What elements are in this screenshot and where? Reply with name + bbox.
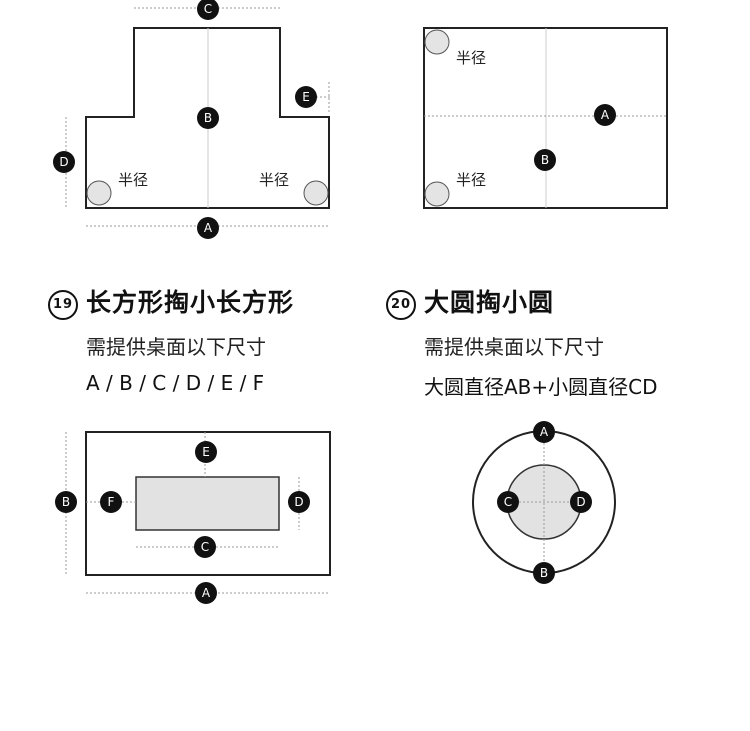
badge-e: E xyxy=(195,441,217,463)
section-19-heading: 19 长方形掏小长方形 xyxy=(48,283,294,320)
svg-text:A: A xyxy=(540,425,549,439)
section-20-number: 20 xyxy=(386,290,416,320)
svg-text:C: C xyxy=(201,540,209,554)
section-20-subtitle: 需提供桌面以下尺寸 xyxy=(424,335,604,359)
badge-b: B xyxy=(533,562,555,584)
svg-text:D: D xyxy=(294,495,303,509)
badge-c: C xyxy=(197,0,219,20)
svg-text:A: A xyxy=(204,221,213,235)
section-19-dims: A / B / C / D / E / F xyxy=(86,371,265,395)
badge-b: B xyxy=(55,491,77,513)
svg-text:E: E xyxy=(302,90,310,104)
svg-text:E: E xyxy=(202,445,210,459)
circle-cutout-diagram: A B C D xyxy=(472,421,616,584)
radius-label-bottom: 半径 xyxy=(456,171,486,189)
badge-f: F xyxy=(100,491,122,513)
svg-text:A: A xyxy=(202,586,211,600)
section-19-subtitle: 需提供桌面以下尺寸 xyxy=(86,335,266,359)
svg-text:C: C xyxy=(504,495,512,509)
svg-text:B: B xyxy=(62,495,70,509)
radius-label-left: 半径 xyxy=(118,171,148,189)
svg-text:A: A xyxy=(601,108,610,122)
badge-a: A xyxy=(197,217,219,239)
badge-a: A xyxy=(594,104,616,126)
badge-b: B xyxy=(197,107,219,129)
section-20-dims: 大圆直径AB+小圆直径CD xyxy=(424,375,658,399)
badge-d: D xyxy=(570,491,592,513)
svg-text:D: D xyxy=(576,495,585,509)
badge-e: E xyxy=(295,86,317,108)
badge-c: C xyxy=(497,491,519,513)
badge-a: A xyxy=(195,582,217,604)
svg-text:B: B xyxy=(541,153,549,167)
section-19-title: 长方形掏小长方形 xyxy=(86,288,295,317)
svg-text:F: F xyxy=(108,495,115,509)
svg-text:C: C xyxy=(204,2,212,16)
badge-d: D xyxy=(288,491,310,513)
badge-d: D xyxy=(53,151,75,173)
section-20-heading: 20 大圆掏小圆 xyxy=(386,283,554,320)
badge-b: B xyxy=(534,149,556,171)
radius-label-right: 半径 xyxy=(259,171,289,189)
section-19-number: 19 xyxy=(48,290,78,320)
badge-c: C xyxy=(194,536,216,558)
svg-text:B: B xyxy=(540,566,548,580)
svg-text:B: B xyxy=(204,111,212,125)
radius-label-top: 半径 xyxy=(456,49,486,67)
badge-a: A xyxy=(533,421,555,443)
t-shape-diagram: 半径 半径 C B E D A xyxy=(53,0,332,239)
rect-corner-diagram: 半径 半径 A B xyxy=(423,27,668,209)
section-20-title: 大圆掏小圆 xyxy=(424,288,555,317)
svg-text:D: D xyxy=(59,155,68,169)
rect-cutout-diagram: E B F D C A xyxy=(55,431,331,604)
